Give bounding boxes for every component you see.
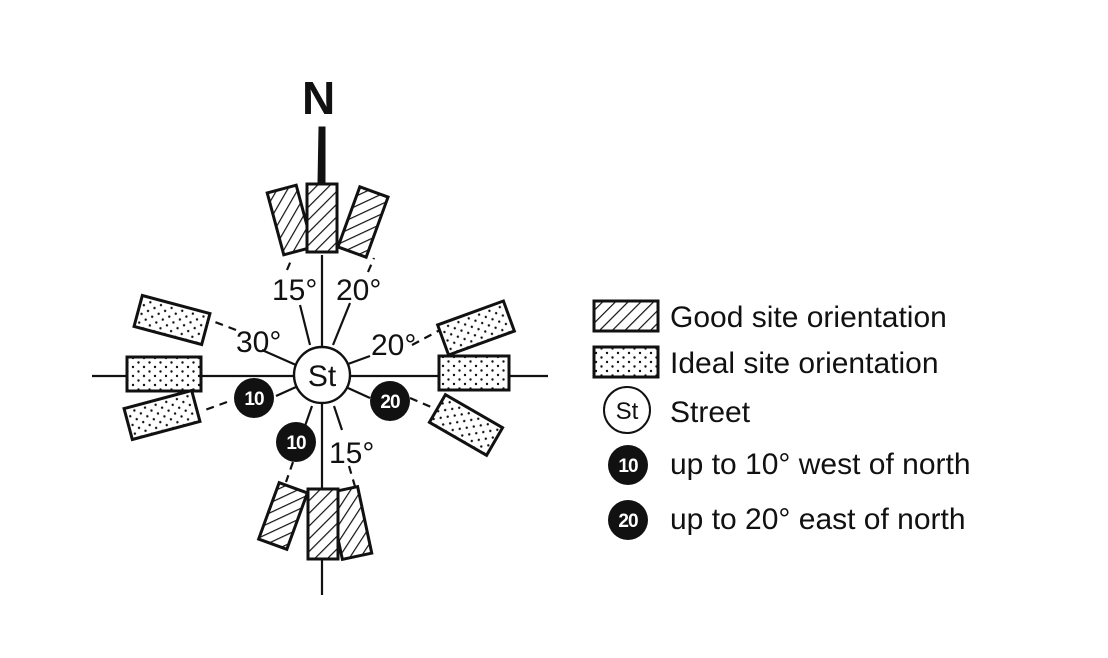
west-sites: [122, 293, 212, 442]
legend-street-symbol: St: [616, 398, 639, 425]
good-site-north-center: [305, 182, 339, 254]
badge-10-icon: [608, 445, 648, 485]
ideal-site-east-upper: [435, 299, 517, 357]
good-site-north-left: [265, 183, 315, 257]
legend-label-good: Good site orientation: [670, 301, 947, 334]
east-sites: [427, 299, 517, 458]
svg-text:20: 20: [380, 392, 400, 413]
legend-label-ideal: Ideal site orientation: [670, 347, 939, 380]
good-site-south-left: [256, 480, 310, 552]
angle-label-north-right: 20°: [336, 274, 381, 307]
legend-badge-20: 20: [618, 511, 638, 532]
legend-label-street: Street: [670, 396, 751, 429]
north-arrow: [317, 126, 326, 184]
orientation-rays: [261, 302, 371, 431]
angle-label-east-upper: 20°: [371, 329, 416, 362]
badge-east: 20: [370, 381, 410, 421]
angle-label-north-left: 15°: [272, 274, 317, 307]
ideal-site-west-upper: [132, 293, 212, 347]
north-label: N: [302, 72, 335, 124]
svg-text:10: 10: [286, 433, 306, 454]
dotted-swatch-icon: [592, 345, 660, 379]
good-site-south-center: [306, 487, 340, 561]
good-site-north-right: [336, 184, 390, 260]
legend-item-ideal: Ideal site orientation: [592, 345, 939, 380]
south-sites: [256, 480, 374, 562]
legend: Good site orientation Ideal site orienta…: [592, 299, 971, 540]
legend-badge-10: 10: [618, 456, 638, 477]
badge-20-icon: [608, 500, 648, 540]
legend-label-east: up to 20° east of north: [670, 503, 966, 536]
legend-label-west: up to 10° west of north: [670, 448, 971, 481]
hatched-swatch-icon: [592, 299, 660, 333]
north-sites: [265, 182, 390, 260]
angle-label-west-upper: 30°: [236, 326, 281, 359]
street-circle-icon: [603, 386, 651, 434]
legend-item-west: 10 up to 10° west of north: [608, 445, 971, 485]
ideal-site-east-center: [437, 354, 511, 392]
ideal-site-west-lower: [122, 388, 202, 442]
ideal-site-west-center: [125, 355, 203, 393]
street-label: St: [308, 360, 337, 393]
badge-south: 10: [276, 422, 316, 462]
angle-label-south-right: 15°: [329, 437, 374, 470]
svg-text:10: 10: [244, 389, 264, 410]
street-marker: St: [292, 345, 352, 405]
badge-west: 10: [234, 378, 274, 418]
legend-item-street: St Street: [603, 386, 751, 434]
dashed-rays: [204, 257, 441, 491]
ideal-site-east-lower: [427, 392, 505, 458]
legend-item-east: 20 up to 20° east of north: [608, 500, 966, 540]
legend-item-good: Good site orientation: [592, 299, 947, 334]
